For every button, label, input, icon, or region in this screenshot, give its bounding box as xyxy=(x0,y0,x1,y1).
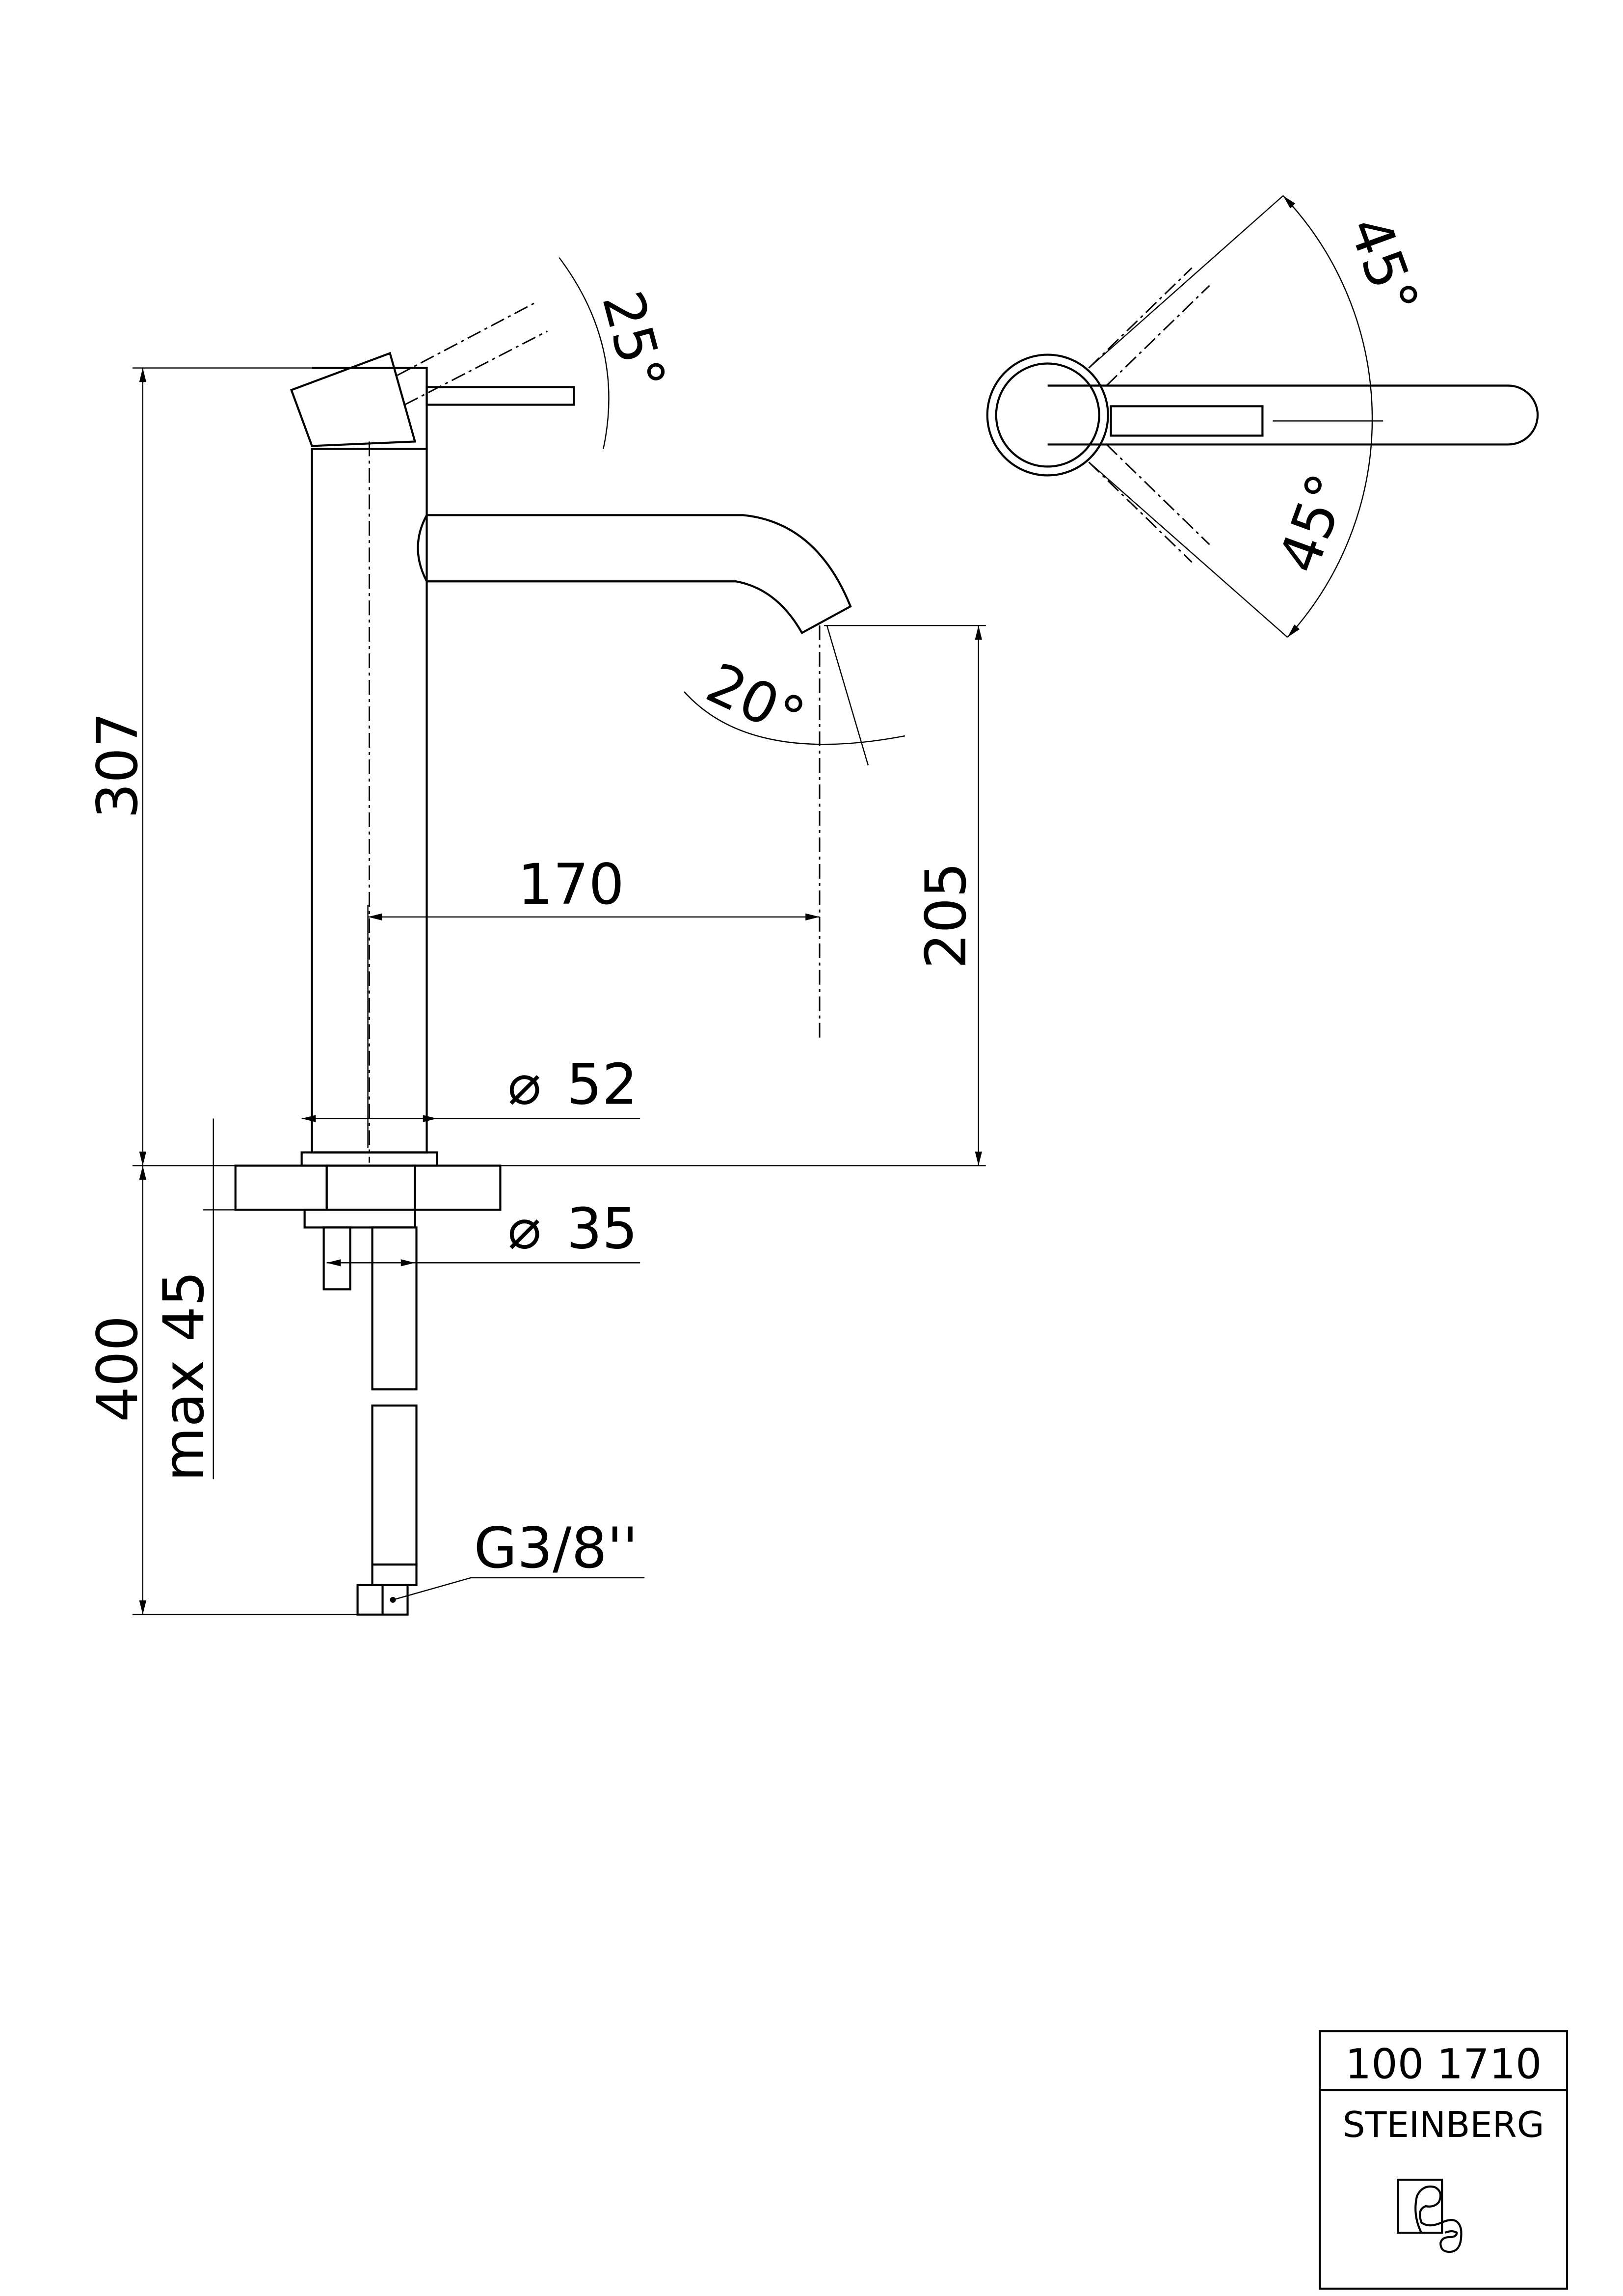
dimension-lines xyxy=(132,257,986,1616)
title-block: 100 1710 STEINBERG xyxy=(1319,2030,1569,2290)
faucet-side-view xyxy=(290,301,852,1167)
dim-spout-height: 205 xyxy=(913,862,979,969)
dim-hose-length: 400 xyxy=(85,1316,150,1422)
dim-hole-diameter: 35 xyxy=(566,1196,638,1261)
counter-section xyxy=(234,1164,502,1616)
article-number: 100 1710 xyxy=(1345,2040,1542,2088)
dim-max-thickness: max 45 xyxy=(151,1271,216,1482)
dim-rotation-right: 45° xyxy=(1266,465,1361,581)
dim-reach: 170 xyxy=(518,852,624,917)
faucet-top-view xyxy=(986,195,1539,638)
dim-total-height: 307 xyxy=(85,712,150,818)
dim-rotation-left: 45° xyxy=(1336,208,1431,324)
dim-base-diameter: 52 xyxy=(566,1052,638,1117)
brand-name: STEINBERG xyxy=(1343,2104,1544,2145)
diameter-symbol: ⌀ xyxy=(507,1196,541,1261)
dim-connection: G3/8'' xyxy=(474,1515,638,1581)
diameter-symbol: ⌀ xyxy=(507,1052,541,1117)
dim-spout-angle: 20° xyxy=(697,650,814,751)
dim-lever-tilt: 25° xyxy=(589,285,678,397)
brand-logo xyxy=(1397,2179,1463,2253)
